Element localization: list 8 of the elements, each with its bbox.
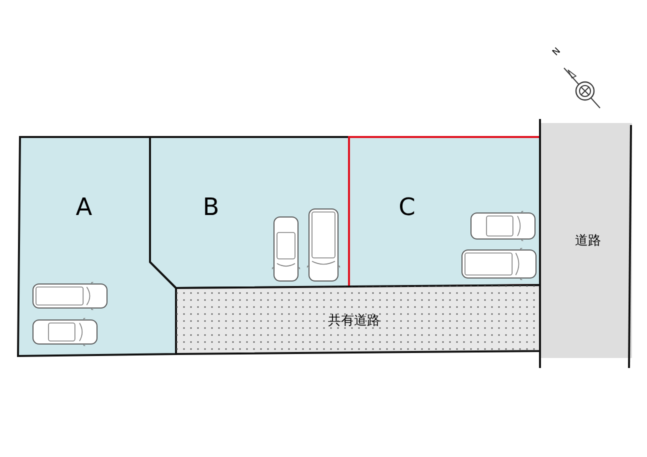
lot-label: C [398, 195, 416, 219]
road-area [540, 123, 632, 359]
shared-road-area [175, 284, 542, 356]
north-label: N [552, 46, 563, 58]
lot-label: A [76, 195, 92, 219]
lot-label: B [202, 195, 220, 219]
road-label: 道路 [575, 234, 601, 248]
road-label: 共有道路 [328, 314, 380, 328]
